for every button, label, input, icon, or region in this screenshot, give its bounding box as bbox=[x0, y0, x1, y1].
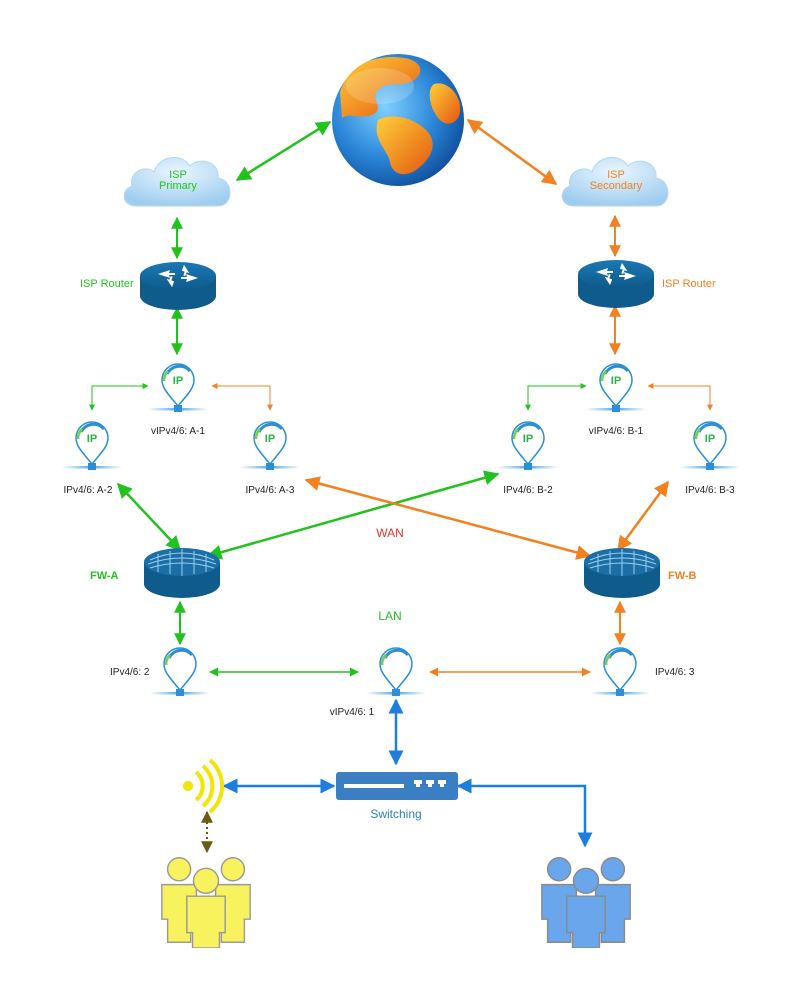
ip-text-va1: IP bbox=[173, 375, 183, 387]
ip-text-b2: IP bbox=[523, 433, 533, 445]
wifi-icon bbox=[183, 758, 225, 814]
ip-pin-icon bbox=[148, 362, 208, 414]
firewall-icon bbox=[583, 547, 661, 599]
ip-node-lan1: vIPv4/6: 1 bbox=[330, 646, 426, 718]
ip-node-a2: IPv4/6: A-2 bbox=[62, 420, 122, 496]
ip-pin-icon bbox=[150, 646, 210, 698]
ip-node-lan2-label: IPv4/6: 2 bbox=[110, 667, 150, 678]
isp-router-a: ISP Router bbox=[80, 262, 216, 310]
firewall-b: FW-B bbox=[583, 547, 697, 599]
cloud-primary-line1: ISP bbox=[169, 169, 187, 181]
ip-text-a2: IP bbox=[87, 433, 97, 445]
ip-node-a3-label: IPv4/6: A-3 bbox=[246, 485, 295, 496]
firewall-a-label: FW-A bbox=[90, 570, 119, 582]
isp-router-b-label: ISP Router bbox=[662, 278, 716, 290]
ip-pin-icon bbox=[62, 420, 122, 472]
ip-node-a2-label: IPv4/6: A-2 bbox=[64, 485, 113, 496]
link-cloud-primary-globe bbox=[235, 120, 332, 182]
ip-node-b3-label: IPv4/6: B-3 bbox=[685, 485, 735, 496]
router-icon bbox=[578, 260, 654, 308]
ip-pin-icon bbox=[680, 420, 740, 472]
link-vb1-b3 bbox=[647, 383, 713, 411]
firewall-icon bbox=[143, 547, 221, 599]
ip-node-vb1-label: vIPv4/6: B-1 bbox=[589, 426, 644, 437]
firewall-a: FW-A bbox=[90, 547, 221, 599]
globe-icon bbox=[332, 54, 464, 186]
ip-text-a3: IP bbox=[265, 433, 275, 445]
ip-node-vb1: vIPv4/6: B-1 bbox=[586, 362, 646, 437]
link-a2-fwa bbox=[116, 482, 182, 552]
ip-pin-icon bbox=[586, 362, 646, 414]
ip-text-b3: IP bbox=[705, 433, 715, 445]
ip-node-va1: vIPv4/6: A-1 bbox=[148, 362, 208, 437]
ip-pin-icon bbox=[366, 646, 426, 698]
ip-node-va1-label: vIPv4/6: A-1 bbox=[151, 426, 205, 437]
ip-node-lan2: IPv4/6: 2 bbox=[110, 646, 210, 698]
ip-pin-icon bbox=[498, 420, 558, 472]
link-vb1-b2 bbox=[525, 383, 587, 411]
ip-node-b2: IPv4/6: B-2 bbox=[498, 420, 558, 496]
ip-node-a3: IPv4/6: A-3 bbox=[240, 420, 300, 496]
users-group-blue-icon bbox=[541, 857, 631, 948]
firewall-b-label: FW-B bbox=[668, 570, 697, 582]
link-a3-fwb bbox=[304, 476, 592, 560]
wan-label: WAN bbox=[376, 526, 404, 540]
ip-node-b3: IPv4/6: B-3 bbox=[680, 420, 740, 496]
cloud-primary-line2: Primary bbox=[159, 180, 197, 192]
ip-node-lan3: IPv4/6: 3 bbox=[590, 646, 695, 698]
cloud-icon-primary: ISP Primary bbox=[123, 156, 231, 207]
isp-router-b: ISP Router bbox=[578, 260, 716, 308]
switch: Switching bbox=[336, 772, 458, 821]
lan-label: LAN bbox=[378, 609, 401, 623]
link-globe-cloud-secondary bbox=[466, 118, 558, 186]
ip-node-lan3-label: IPv4/6: 3 bbox=[655, 667, 695, 678]
link-b3-fwb bbox=[616, 480, 670, 552]
ip-node-lan1-label: vIPv4/6: 1 bbox=[330, 707, 375, 718]
ip-text-vb1: IP bbox=[611, 375, 621, 387]
cloud-secondary-line1: ISP bbox=[607, 169, 625, 181]
switch-label: Switching bbox=[370, 807, 421, 821]
connections bbox=[89, 118, 713, 854]
cloud-icon-secondary: ISP Secondary bbox=[561, 156, 669, 207]
switch-icon bbox=[336, 772, 458, 800]
router-icon bbox=[140, 262, 216, 310]
cloud-secondary-line2: Secondary bbox=[590, 180, 643, 192]
link-va1-a3 bbox=[211, 383, 273, 411]
users-group-yellow-icon bbox=[161, 857, 251, 948]
ip-pin-icon bbox=[240, 420, 300, 472]
ip-node-b2-label: IPv4/6: B-2 bbox=[503, 485, 553, 496]
link-switch-users-blue bbox=[456, 778, 593, 848]
ip-pin-icon bbox=[590, 646, 650, 698]
link-va1-a2 bbox=[89, 383, 149, 411]
isp-router-a-label: ISP Router bbox=[80, 278, 134, 290]
